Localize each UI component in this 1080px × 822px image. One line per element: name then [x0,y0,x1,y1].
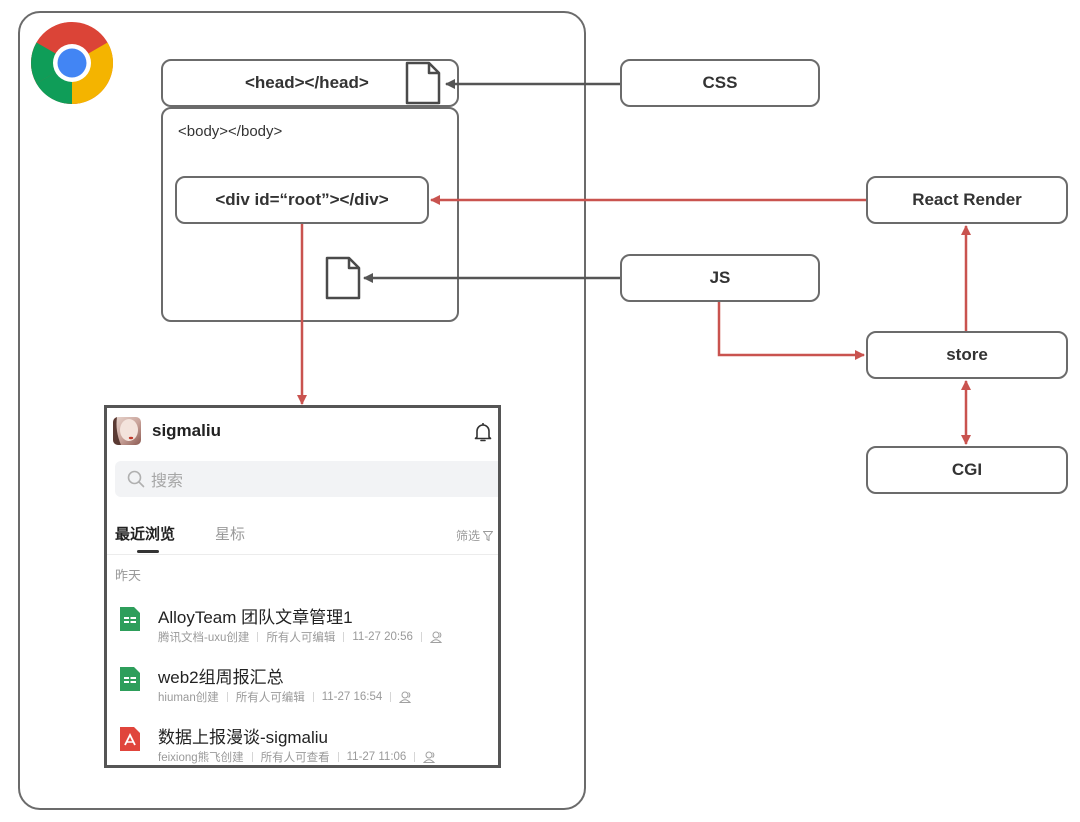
doc-creator: hiuman创建 [158,692,219,704]
avatar-image [113,417,138,445]
head-label: <head></head> [245,73,369,92]
tab-recent[interactable]: 最近浏览 [115,523,175,544]
css-label: CSS [702,73,738,92]
search-input[interactable]: 搜索 [115,461,498,497]
doc-meta: 腾讯文档-uxu创建 所有人可编辑 11-27 20:56 [158,629,444,645]
search-placeholder: 搜索 [151,473,184,490]
rendered-app: sigmaliu 搜索 最近浏览 星标 筛选 昨天 AlloyTeam 团队文章… [104,405,501,768]
root-div-box: <div id=“root”></div> [175,176,429,224]
js-label: JS [709,268,731,287]
collaborators-icon [399,691,412,703]
doc-permission: 所有人可编辑 [266,632,336,644]
divider [107,554,498,555]
sheet-icon [120,607,140,631]
react-render-box: React Render [866,176,1068,224]
store-label: store [946,345,988,364]
pdf-icon [120,727,140,751]
sheet-icon [120,667,140,691]
list-item[interactable]: AlloyTeam 团队文章管理1 腾讯文档-uxu创建 所有人可编辑 11-2… [107,598,498,648]
avatar[interactable] [113,417,141,445]
doc-creator: feixiong熊飞创建 [158,752,244,764]
store-box: store [866,331,1068,379]
body-label: <body></body> [178,123,283,140]
root-label: <div id=“root”></div> [215,190,389,209]
chrome-logo-icon [31,22,113,104]
tab-recent-label: 最近浏览 [115,526,176,543]
cgi-box: CGI [866,446,1068,494]
doc-creator: 腾讯文档-uxu创建 [158,632,250,644]
username: sigmaliu [152,421,221,440]
doc-title: 数据上报漫谈-sigmaliu [158,728,329,747]
search-icon [127,470,145,488]
doc-time: 11-27 11:06 [346,751,407,763]
react-render-label: React Render [912,190,1022,209]
cgi-label: CGI [951,460,983,479]
doc-title: web2组周报汇总 [158,668,284,687]
js-to-store-arrow [717,302,865,360]
doc-time: 11-27 20:56 [352,631,413,643]
css-box: CSS [620,59,820,107]
doc-permission: 所有人可编辑 [235,692,305,704]
doc-time: 11-27 16:54 [321,691,383,703]
file-icon [405,61,441,105]
tab-starred[interactable]: 星标 [215,523,245,544]
tab-starred-label: 星标 [215,526,246,543]
collaborators-icon [429,631,443,643]
collaborators-icon [423,751,436,763]
doc-title: AlloyTeam 团队文章管理1 [158,608,353,627]
bell-icon[interactable] [473,421,493,443]
list-item[interactable]: 数据上报漫谈-sigmaliu feixiong熊飞创建 所有人可查看 11-2… [107,718,498,765]
doc-meta: hiuman创建 所有人可编辑 11-27 16:54 [158,689,413,705]
file-icon [325,256,361,300]
section-label: 昨天 [115,568,142,583]
js-box: JS [620,254,820,302]
filter-button[interactable]: 筛选 [456,527,494,544]
filter-label: 筛选 [456,529,481,543]
filter-icon [483,530,494,541]
doc-permission: 所有人可查看 [260,752,330,764]
doc-meta: feixiong熊飞创建 所有人可查看 11-27 11:06 [158,749,437,765]
tab-active-indicator [137,550,159,553]
list-item[interactable]: web2组周报汇总 hiuman创建 所有人可编辑 11-27 16:54 [107,658,498,708]
